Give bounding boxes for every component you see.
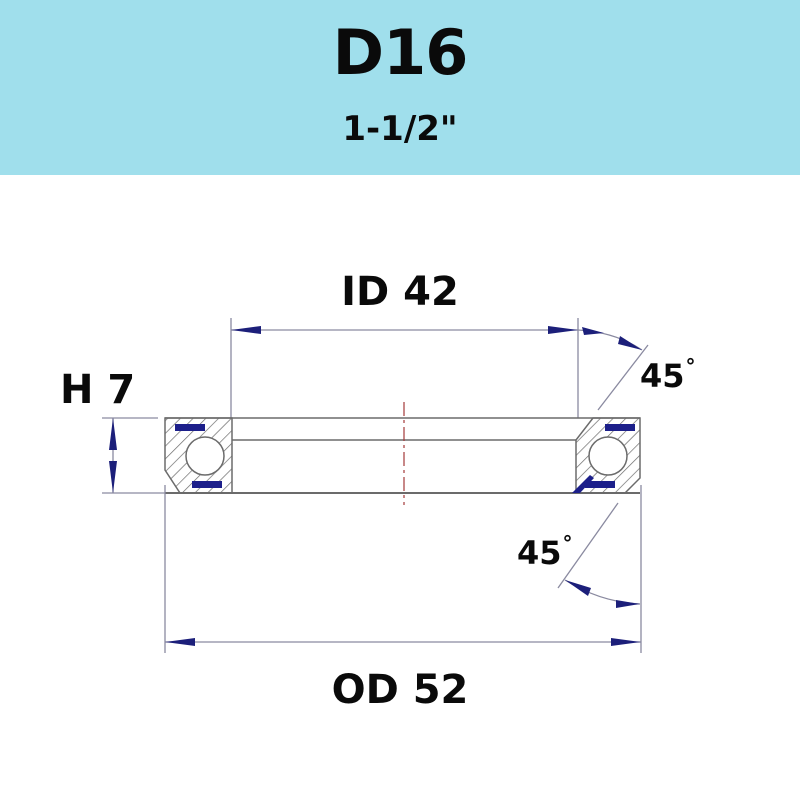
top-angle-dimension — [577, 327, 649, 411]
bottom-angle-value: 45 — [517, 534, 562, 572]
seal-right-bottom — [585, 481, 615, 488]
height-label: H 7 — [60, 367, 136, 413]
bearing-cross-section — [164, 402, 641, 505]
arrow-left-icon — [165, 638, 195, 646]
bottom-angle-label: 45° — [517, 533, 573, 572]
top-angle-value: 45 — [640, 357, 685, 395]
bearing-model-title: D16 — [332, 16, 469, 89]
arrow-left-icon — [231, 326, 261, 334]
outer-diameter-dimension — [164, 485, 642, 653]
degree-symbol: ° — [685, 354, 696, 378]
arrow-up-icon — [109, 418, 117, 450]
arrow-down-icon — [109, 461, 117, 493]
header-banner: D16 1-1/2" — [0, 0, 800, 175]
height-dimension — [102, 417, 165, 494]
inner-diameter-label: ID 42 — [341, 269, 459, 315]
degree-symbol: ° — [562, 531, 573, 555]
seal-left-bottom — [192, 481, 222, 488]
top-angle-label: 45° — [640, 356, 696, 395]
outer-diameter-label: OD 52 — [331, 667, 469, 713]
bearing-size-subtitle: 1-1/2" — [342, 109, 458, 149]
arrow-right-icon — [611, 638, 641, 646]
inner-diameter-dimension — [230, 318, 579, 418]
bottom-angle-dimension — [557, 502, 641, 608]
seal-left-top — [175, 424, 205, 431]
seal-right-top — [605, 424, 635, 431]
arrow-right-icon — [548, 326, 578, 334]
